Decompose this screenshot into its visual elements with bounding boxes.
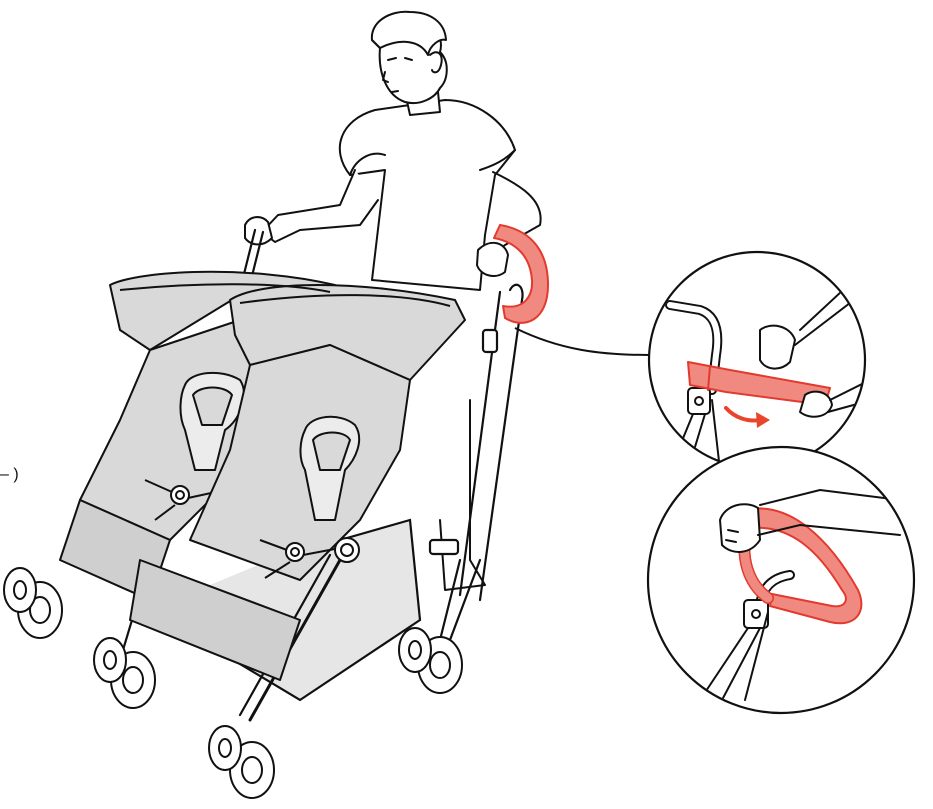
detail-circle-top (649, 252, 890, 470)
wheel-front-left (4, 568, 62, 638)
callout-connector (515, 328, 650, 355)
wheel-front-right (209, 726, 274, 798)
wheel-mid-left (94, 638, 155, 708)
detail-circle-bottom (648, 447, 914, 713)
wheel-rear-right (399, 628, 462, 693)
cropped-edge-text: – ) (0, 466, 19, 484)
